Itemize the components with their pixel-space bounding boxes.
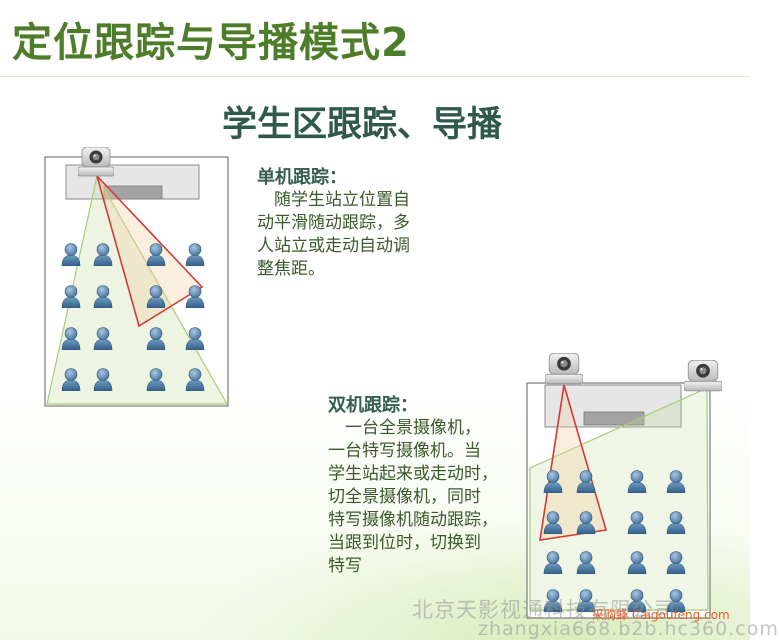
single-camera-text: 单机跟踪： 随学生站立位置自 动平滑随动跟踪，多 人站立或走动自动调 整焦距。 — [257, 166, 447, 281]
single-camera-heading: 单机跟踪： — [257, 167, 347, 188]
watermark-tag: 采购蜂 Caigoufeng.com — [592, 608, 730, 622]
single-camera-description: 随学生站立位置自 动平滑随动跟踪，多 人站立或走动自动调 整焦距。 — [257, 190, 410, 279]
teacher-desk — [583, 411, 645, 426]
panorama-view-beam — [529, 387, 709, 611]
section-subtitle: 学生区跟踪、导播 — [222, 105, 503, 145]
ptz-camera-icon — [78, 147, 114, 177]
teacher-desk — [103, 185, 163, 200]
page-title: 定位跟踪与导播模式2 — [12, 20, 410, 66]
ptz-camera-icon — [545, 353, 583, 385]
title-underline — [0, 76, 750, 77]
dual-camera-heading: 双机跟踪： — [328, 395, 418, 416]
classroom-dual — [526, 353, 722, 619]
dual-camera-text: 双机跟踪： 一台全景摄像机， 一台特写摄像机。当 学生站起来或走动时， 切全景摄… — [328, 394, 528, 578]
classroom-diagrams — [44, 147, 722, 619]
ptz-camera-icon — [684, 360, 722, 392]
tracking-view-beam — [539, 384, 608, 541]
tracking-view-beam — [96, 175, 204, 328]
watermark-company: 北京天影视通科技有限公司 — [412, 598, 676, 622]
watermark-url: zhangxia668.b2b.hc360.com — [478, 618, 779, 640]
classroom-single — [44, 147, 229, 407]
dual-camera-description: 一台全景摄像机， 一台特写摄像机。当 学生站起来或走动时， 切全景摄像机，同时 … — [328, 418, 498, 576]
